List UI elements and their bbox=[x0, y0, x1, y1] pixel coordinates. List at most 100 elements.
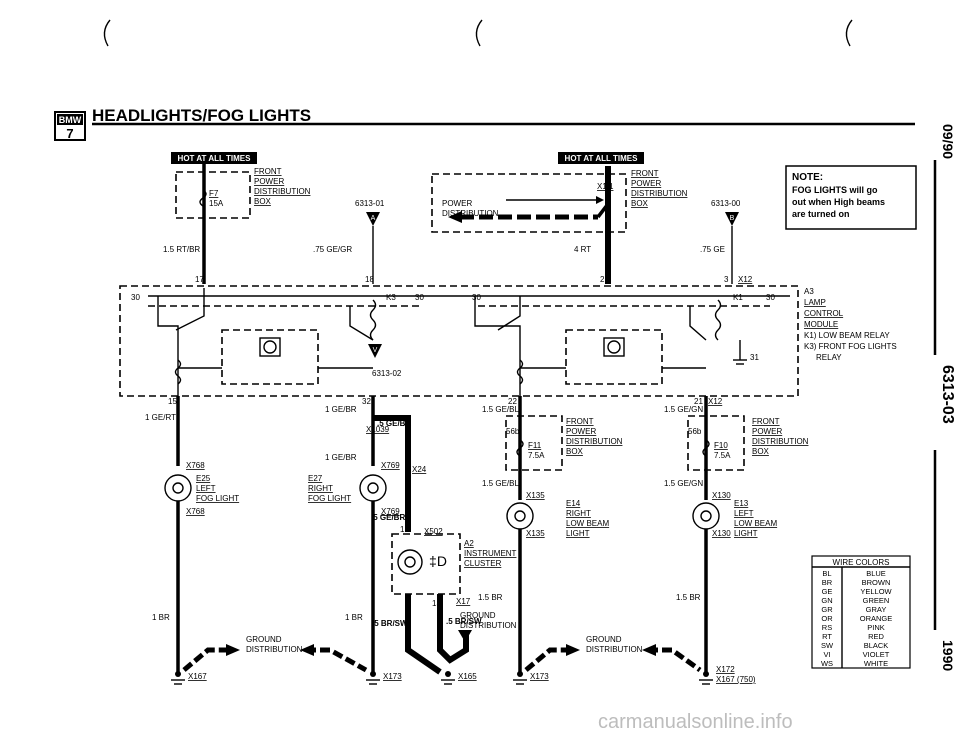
ground-points: X167 X173 X165 X173 X172 X167 (750) bbox=[171, 665, 756, 685]
relay-coil bbox=[369, 299, 377, 341]
connector-label: X12 bbox=[738, 275, 753, 284]
bulb-monitor-icon bbox=[603, 337, 625, 357]
page-title: HEADLIGHTS/FOG LIGHTS bbox=[92, 106, 311, 125]
header: BMW 7 HEADLIGHTS/FOG LIGHTS bbox=[54, 106, 915, 141]
ref-marker-b bbox=[725, 212, 739, 226]
fog-symbol-icon: ‡D bbox=[429, 553, 447, 569]
wire-color-name: GREEN bbox=[863, 596, 890, 605]
output-pins: 15 32 22 21 X12 bbox=[168, 397, 723, 406]
switch-contact bbox=[175, 288, 205, 331]
ground-label: GROUND bbox=[246, 635, 282, 644]
pin-label: 13 bbox=[432, 599, 441, 608]
ground-label: DISTRIBUTION bbox=[586, 645, 643, 654]
switch-contact bbox=[349, 306, 374, 341]
connector-label: X769 bbox=[381, 461, 400, 470]
sub-circuit bbox=[565, 329, 663, 385]
ground-label: GROUND bbox=[586, 635, 622, 644]
indicator-bulb-icon bbox=[397, 549, 423, 575]
ground-icon bbox=[441, 671, 455, 685]
wire bbox=[437, 594, 469, 664]
right-fog-circuit: 1 GE/BR 1 GE/BR .5 GE/BR X1039 X24 E27 R… bbox=[308, 396, 427, 672]
wire-label: .5 BR/SW bbox=[372, 619, 408, 628]
wire-label: 1.5 GE/GN bbox=[664, 479, 703, 488]
fuse-id: F7 bbox=[209, 189, 219, 198]
wire-color-code: GR bbox=[821, 605, 833, 614]
pin-label: 2 bbox=[600, 275, 605, 284]
note-box: NOTE: FOG LIGHTS will go out when High b… bbox=[785, 165, 917, 230]
bmw-logo-band bbox=[57, 114, 83, 125]
side-date: 09/90 bbox=[940, 124, 956, 159]
page-ref: 6313-01 bbox=[355, 199, 385, 208]
wire-color-name: VIOLET bbox=[863, 650, 890, 659]
relay-label: K1 bbox=[733, 293, 743, 302]
pin-label: 3 bbox=[724, 275, 729, 284]
fuse-amps: 7.5A bbox=[714, 451, 731, 460]
arrow-icon bbox=[566, 644, 580, 656]
fuse-box-name: POWER bbox=[752, 427, 782, 436]
component-name: RIGHT bbox=[308, 484, 333, 493]
wire-color-name: WHITE bbox=[864, 659, 888, 668]
ground-connector: X165 bbox=[458, 672, 477, 681]
ground-icon bbox=[366, 671, 380, 685]
wire-color-name: PINK bbox=[867, 623, 885, 632]
side-year: 1990 bbox=[940, 640, 956, 671]
ref-letter: V bbox=[373, 347, 378, 354]
ground-label: DISTRIBUTION bbox=[246, 645, 303, 654]
connector-label: X17 bbox=[456, 597, 471, 606]
wire-color-code: GE bbox=[822, 587, 833, 596]
ref-letter: A bbox=[371, 215, 376, 222]
module-name: LAMP bbox=[804, 298, 826, 307]
hot-label: HOT AT ALL TIMES bbox=[565, 154, 639, 163]
wire-color-code: BR bbox=[822, 578, 833, 587]
component-name: FOG LIGHT bbox=[196, 494, 239, 503]
fuse-box-name: DISTRIBUTION bbox=[566, 437, 623, 446]
binder-marks bbox=[103, 19, 853, 47]
arrow-icon bbox=[596, 196, 604, 204]
fuse-box-name: FRONT bbox=[752, 417, 780, 426]
ground-label: DISTRIBUTION bbox=[460, 621, 517, 630]
fuse-box-frame bbox=[175, 171, 251, 219]
ground-icon bbox=[513, 671, 527, 685]
feed-wires: 1.5 RT/BR .75 GE/GR 4 RT .75 GE bbox=[163, 164, 733, 284]
internal-wire bbox=[157, 296, 179, 396]
relay-coil bbox=[714, 299, 722, 341]
fuse-box-name: BOX bbox=[566, 447, 584, 456]
wire-label: 1.5 BR bbox=[478, 593, 503, 602]
fuse-box-name: POWER bbox=[631, 179, 661, 188]
wire-color-code: RT bbox=[822, 632, 832, 641]
ground-connector: X167 (750) bbox=[716, 675, 756, 684]
connector-label: X135 bbox=[526, 529, 545, 538]
pin-label: 56b bbox=[688, 427, 702, 436]
wire-label: 1.5 BR bbox=[676, 593, 701, 602]
wire-color-code: VI bbox=[823, 650, 830, 659]
ground-connector: X173 bbox=[383, 672, 402, 681]
component-id: E25 bbox=[196, 474, 211, 483]
left-fog-circuit: 1 GE/RT X768 X768 E25 LEFT FOG LIGHT 1 B… bbox=[145, 396, 239, 672]
wire-color-name: RED bbox=[868, 632, 884, 641]
bulb-icon bbox=[607, 340, 621, 354]
connector-label: X768 bbox=[186, 507, 205, 516]
wire-label: 1.5 GE/BL bbox=[482, 479, 519, 488]
wire-label: 4 RT bbox=[574, 245, 591, 254]
hot-label-bg bbox=[558, 152, 644, 164]
wire-label: 1 GE/RT bbox=[145, 413, 176, 422]
fog-light-icon bbox=[164, 474, 192, 502]
connector-label: X135 bbox=[526, 491, 545, 500]
note-frame bbox=[785, 165, 917, 230]
ground-icon bbox=[699, 671, 713, 685]
connector-label: X24 bbox=[412, 465, 427, 474]
low-beam-light-icon bbox=[700, 510, 712, 522]
wire-color-name: GRAY bbox=[866, 605, 887, 614]
relay-label: K3 bbox=[386, 293, 396, 302]
wire-color-code: GN bbox=[821, 596, 832, 605]
pin-label: 56b bbox=[506, 427, 520, 436]
fuse-box-name: FRONT bbox=[631, 169, 659, 178]
note-line: FOG LIGHTS will go bbox=[792, 185, 878, 195]
page-references: 6313-01 A 6313-00 B V 6313-02 bbox=[355, 199, 741, 378]
module-name: MODULE bbox=[804, 320, 838, 329]
fuse-box-frame bbox=[431, 173, 627, 233]
note-title: NOTE: bbox=[792, 172, 823, 183]
arrow-icon bbox=[458, 630, 472, 642]
